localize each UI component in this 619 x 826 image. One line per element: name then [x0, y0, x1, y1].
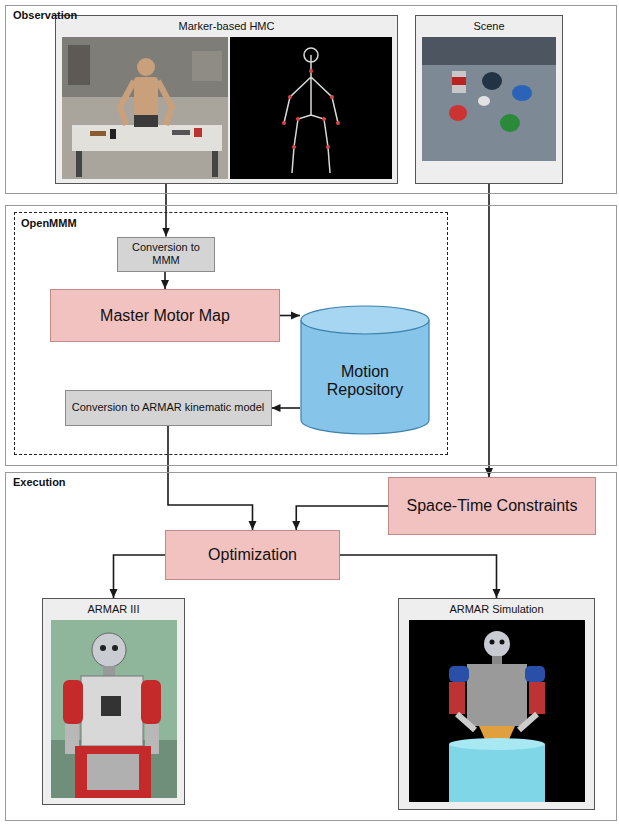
- process-box: Conversion to MMM: [117, 237, 215, 272]
- box-label: Conversion to MMM: [118, 241, 214, 267]
- flow-arrow: [296, 506, 388, 530]
- process-box: Conversion to ARMAR kinematic model: [65, 390, 272, 426]
- process-box: Master Motor Map: [50, 289, 280, 342]
- flow-arrow: [280, 315, 300, 317]
- flow-arrow: [488, 184, 490, 477]
- box-label: Optimization: [208, 546, 297, 564]
- box-label: Space-Time Constraints: [406, 497, 577, 515]
- process-box: Optimization: [165, 530, 340, 580]
- box-label: ARMAR Simulation: [399, 599, 594, 615]
- section-band: ExecutionSpace-Time ConstraintsOptimizat…: [5, 472, 617, 821]
- box-label: Motion Repository: [310, 341, 420, 399]
- section-band: Observation Marker-based HMC: [5, 5, 617, 194]
- section-title: OpenMMM: [15, 213, 447, 229]
- capture-photos: [62, 37, 392, 179]
- flow-arrow: [272, 407, 301, 409]
- box-label: Marker-based HMC: [56, 16, 397, 32]
- flow-arrow: [340, 555, 497, 598]
- process-box: Space-Time Constraints: [388, 477, 596, 535]
- box-label: ARMAR III: [43, 599, 184, 615]
- box-label: Master Motor Map: [100, 307, 230, 325]
- simulation-panel: ARMAR Simulation: [398, 598, 595, 810]
- scene-panel: Scene: [415, 15, 563, 184]
- module-frame: OpenMMM Conversion to MMM Master Motor Map…: [14, 212, 448, 455]
- simulation-render: [409, 620, 585, 802]
- scene-photo: [422, 37, 556, 161]
- box-label: Scene: [416, 16, 562, 32]
- robot-panel: ARMAR III: [42, 598, 185, 805]
- flow-arrow: [164, 272, 166, 290]
- robot-photo: [51, 620, 177, 798]
- capture-panel: Marker-based HMC: [55, 15, 398, 184]
- flow-arrow: [114, 555, 166, 598]
- database-cylinder: Motion Repository: [300, 305, 430, 435]
- section-title: Execution: [6, 473, 616, 488]
- flow-arrow: [165, 184, 167, 237]
- section-title: Observation: [6, 6, 616, 21]
- box-label: Conversion to ARMAR kinematic model: [72, 401, 265, 414]
- flow-arrow: [168, 426, 253, 530]
